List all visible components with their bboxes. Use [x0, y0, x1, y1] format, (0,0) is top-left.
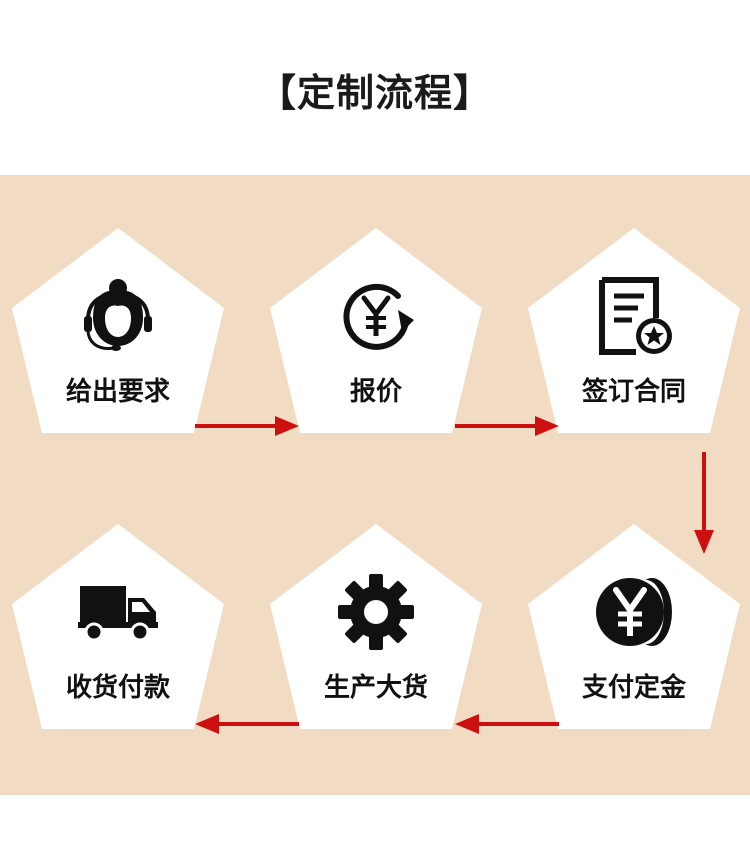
flow-arrow-right-1: [195, 416, 299, 436]
gear-icon: [338, 574, 414, 650]
flow-arrow-down: [694, 452, 714, 554]
yuan-coin-icon: [596, 578, 672, 646]
page-title: 【定制流程】: [257, 71, 492, 115]
customer-service-headset-icon: [84, 279, 152, 351]
contract-document-icon: [599, 277, 672, 355]
step-card-requirements: 给出要求: [12, 228, 224, 433]
step-card-quote: 报价: [270, 228, 482, 433]
step-label: 收货付款: [65, 673, 170, 703]
delivery-truck-icon: [78, 586, 158, 642]
flow-arrow-left-2: [195, 714, 299, 734]
step-label: 给出要求: [65, 377, 170, 407]
step-card-receive-pay: 收货付款: [12, 524, 224, 729]
step-card-production: 生产大货: [270, 524, 482, 729]
step-card-contract: 签订合同: [528, 228, 740, 433]
flow-arrow-right-2: [455, 416, 559, 436]
step-card-deposit: 支付定金: [528, 524, 740, 729]
step-label: 签订合同: [581, 377, 686, 407]
flow-arrow-left-1: [455, 714, 559, 734]
step-label: 生产大货: [323, 673, 428, 703]
step-label: 报价: [349, 377, 402, 407]
yuan-refresh-icon: [343, 283, 414, 350]
step-label: 支付定金: [581, 673, 686, 703]
pentagon-shape: [528, 228, 740, 433]
